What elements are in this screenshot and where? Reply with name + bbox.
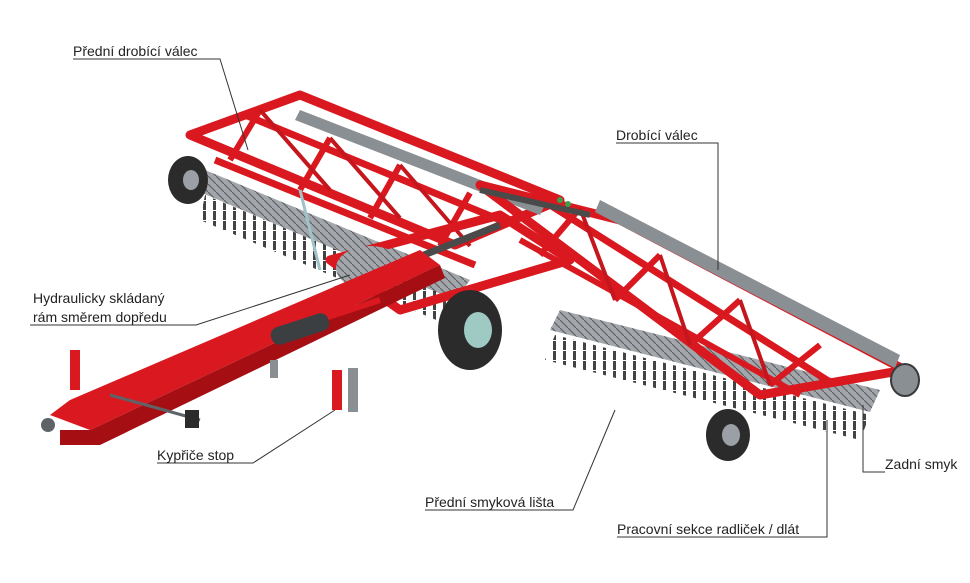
label-crumbler-roller: Drobící válec bbox=[616, 127, 698, 143]
label-hydraulic-frame-line1: Hydraulicky skládaný bbox=[33, 290, 165, 306]
label-hydraulic-frame-line2: rám směrem dopředu bbox=[33, 309, 167, 325]
label-rear-leveler: Zadní smyk bbox=[885, 456, 958, 472]
label-working-section: Pracovní sekce radliček / dlát bbox=[617, 521, 800, 537]
right-wing bbox=[475, 180, 920, 461]
leader-front-leveling-bar bbox=[425, 409, 616, 511]
label-track-loosener: Kypřiče stop bbox=[157, 447, 235, 463]
leader-rear-leveler bbox=[862, 405, 885, 473]
leader-crumbler-roller bbox=[616, 142, 719, 270]
label-front-leveling-bar: Přední smyková lišta bbox=[425, 494, 555, 510]
leader-front-crumbler-roller bbox=[73, 58, 249, 151]
right-tines bbox=[545, 335, 870, 440]
label-front-crumbler-roller: Přední drobící válec bbox=[73, 43, 198, 59]
drawbar bbox=[41, 250, 445, 445]
leader-working-section bbox=[617, 420, 828, 538]
leader-track-loosener bbox=[157, 409, 336, 464]
leader-hydraulic-frame bbox=[30, 274, 351, 326]
